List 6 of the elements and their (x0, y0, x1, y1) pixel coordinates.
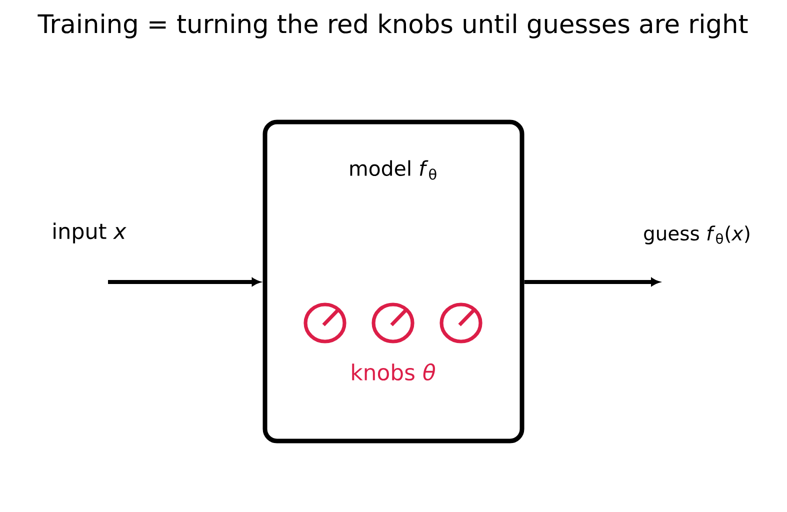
arrow (108, 278, 260, 286)
input-label: input x (54, 222, 126, 244)
output-label: guess f$_{θ}$(x) (644, 226, 750, 244)
knobs-label: knobs θ (352, 363, 435, 381)
arrow (524, 278, 660, 286)
title: Training = turning the red knobs until guesses are right (38, 14, 748, 38)
